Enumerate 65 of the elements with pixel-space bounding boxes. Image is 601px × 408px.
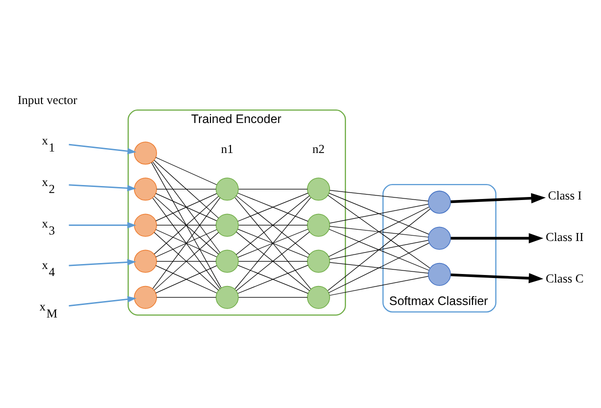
connector (155, 264, 217, 293)
connector (329, 239, 429, 260)
connector (329, 226, 429, 237)
node-circle (216, 177, 239, 200)
arrow (450, 272, 544, 283)
arrow (450, 232, 544, 243)
connector (156, 224, 216, 226)
connector (155, 156, 217, 185)
label: Input vector (18, 92, 78, 106)
node-circle (307, 249, 330, 272)
node-text: Class I (548, 188, 582, 202)
connector (329, 276, 429, 296)
connector (329, 189, 429, 201)
connector (328, 228, 430, 270)
node-circle (307, 177, 330, 200)
label: n1 (221, 141, 234, 156)
node-circle (134, 177, 157, 200)
arrow (68, 222, 136, 228)
node-circle (216, 249, 239, 272)
node-circle (134, 249, 157, 272)
connector (329, 262, 429, 273)
node-circle (428, 226, 451, 250)
connector (156, 188, 216, 189)
connector (156, 260, 216, 262)
node-text: Class C (546, 271, 584, 286)
connector (156, 296, 216, 298)
connector (154, 196, 219, 254)
label: n2 (312, 141, 325, 156)
node-circle (216, 213, 239, 236)
connector (238, 296, 308, 298)
arrow (68, 184, 136, 191)
connector (151, 162, 222, 288)
connector (238, 228, 308, 258)
arrow (68, 296, 136, 306)
connector (328, 208, 430, 290)
connector (238, 188, 308, 189)
connector (328, 194, 430, 268)
node-circle (216, 285, 239, 308)
connector (152, 161, 220, 252)
connector (154, 159, 219, 218)
connector (238, 264, 308, 294)
connector (238, 192, 308, 222)
node-circle (428, 262, 451, 286)
connector (155, 192, 217, 221)
connector (234, 196, 312, 289)
cluster: Softmax Classifier (382, 183, 496, 312)
node-circle (307, 213, 330, 236)
node-circle (307, 285, 330, 308)
arrow (68, 143, 136, 154)
connector (155, 228, 217, 257)
connector (328, 192, 430, 234)
connector (328, 242, 430, 293)
node-circle (134, 285, 157, 308)
arrow (450, 192, 546, 203)
node-circle (134, 141, 157, 164)
connector (329, 203, 429, 224)
arrow (68, 258, 136, 266)
connector (328, 206, 430, 256)
connector (236, 231, 310, 291)
connector (238, 260, 308, 262)
node-circle (428, 190, 451, 214)
node-text: Class II (546, 230, 584, 244)
connector (152, 197, 220, 288)
connector (238, 224, 308, 226)
node-circle (134, 213, 157, 236)
